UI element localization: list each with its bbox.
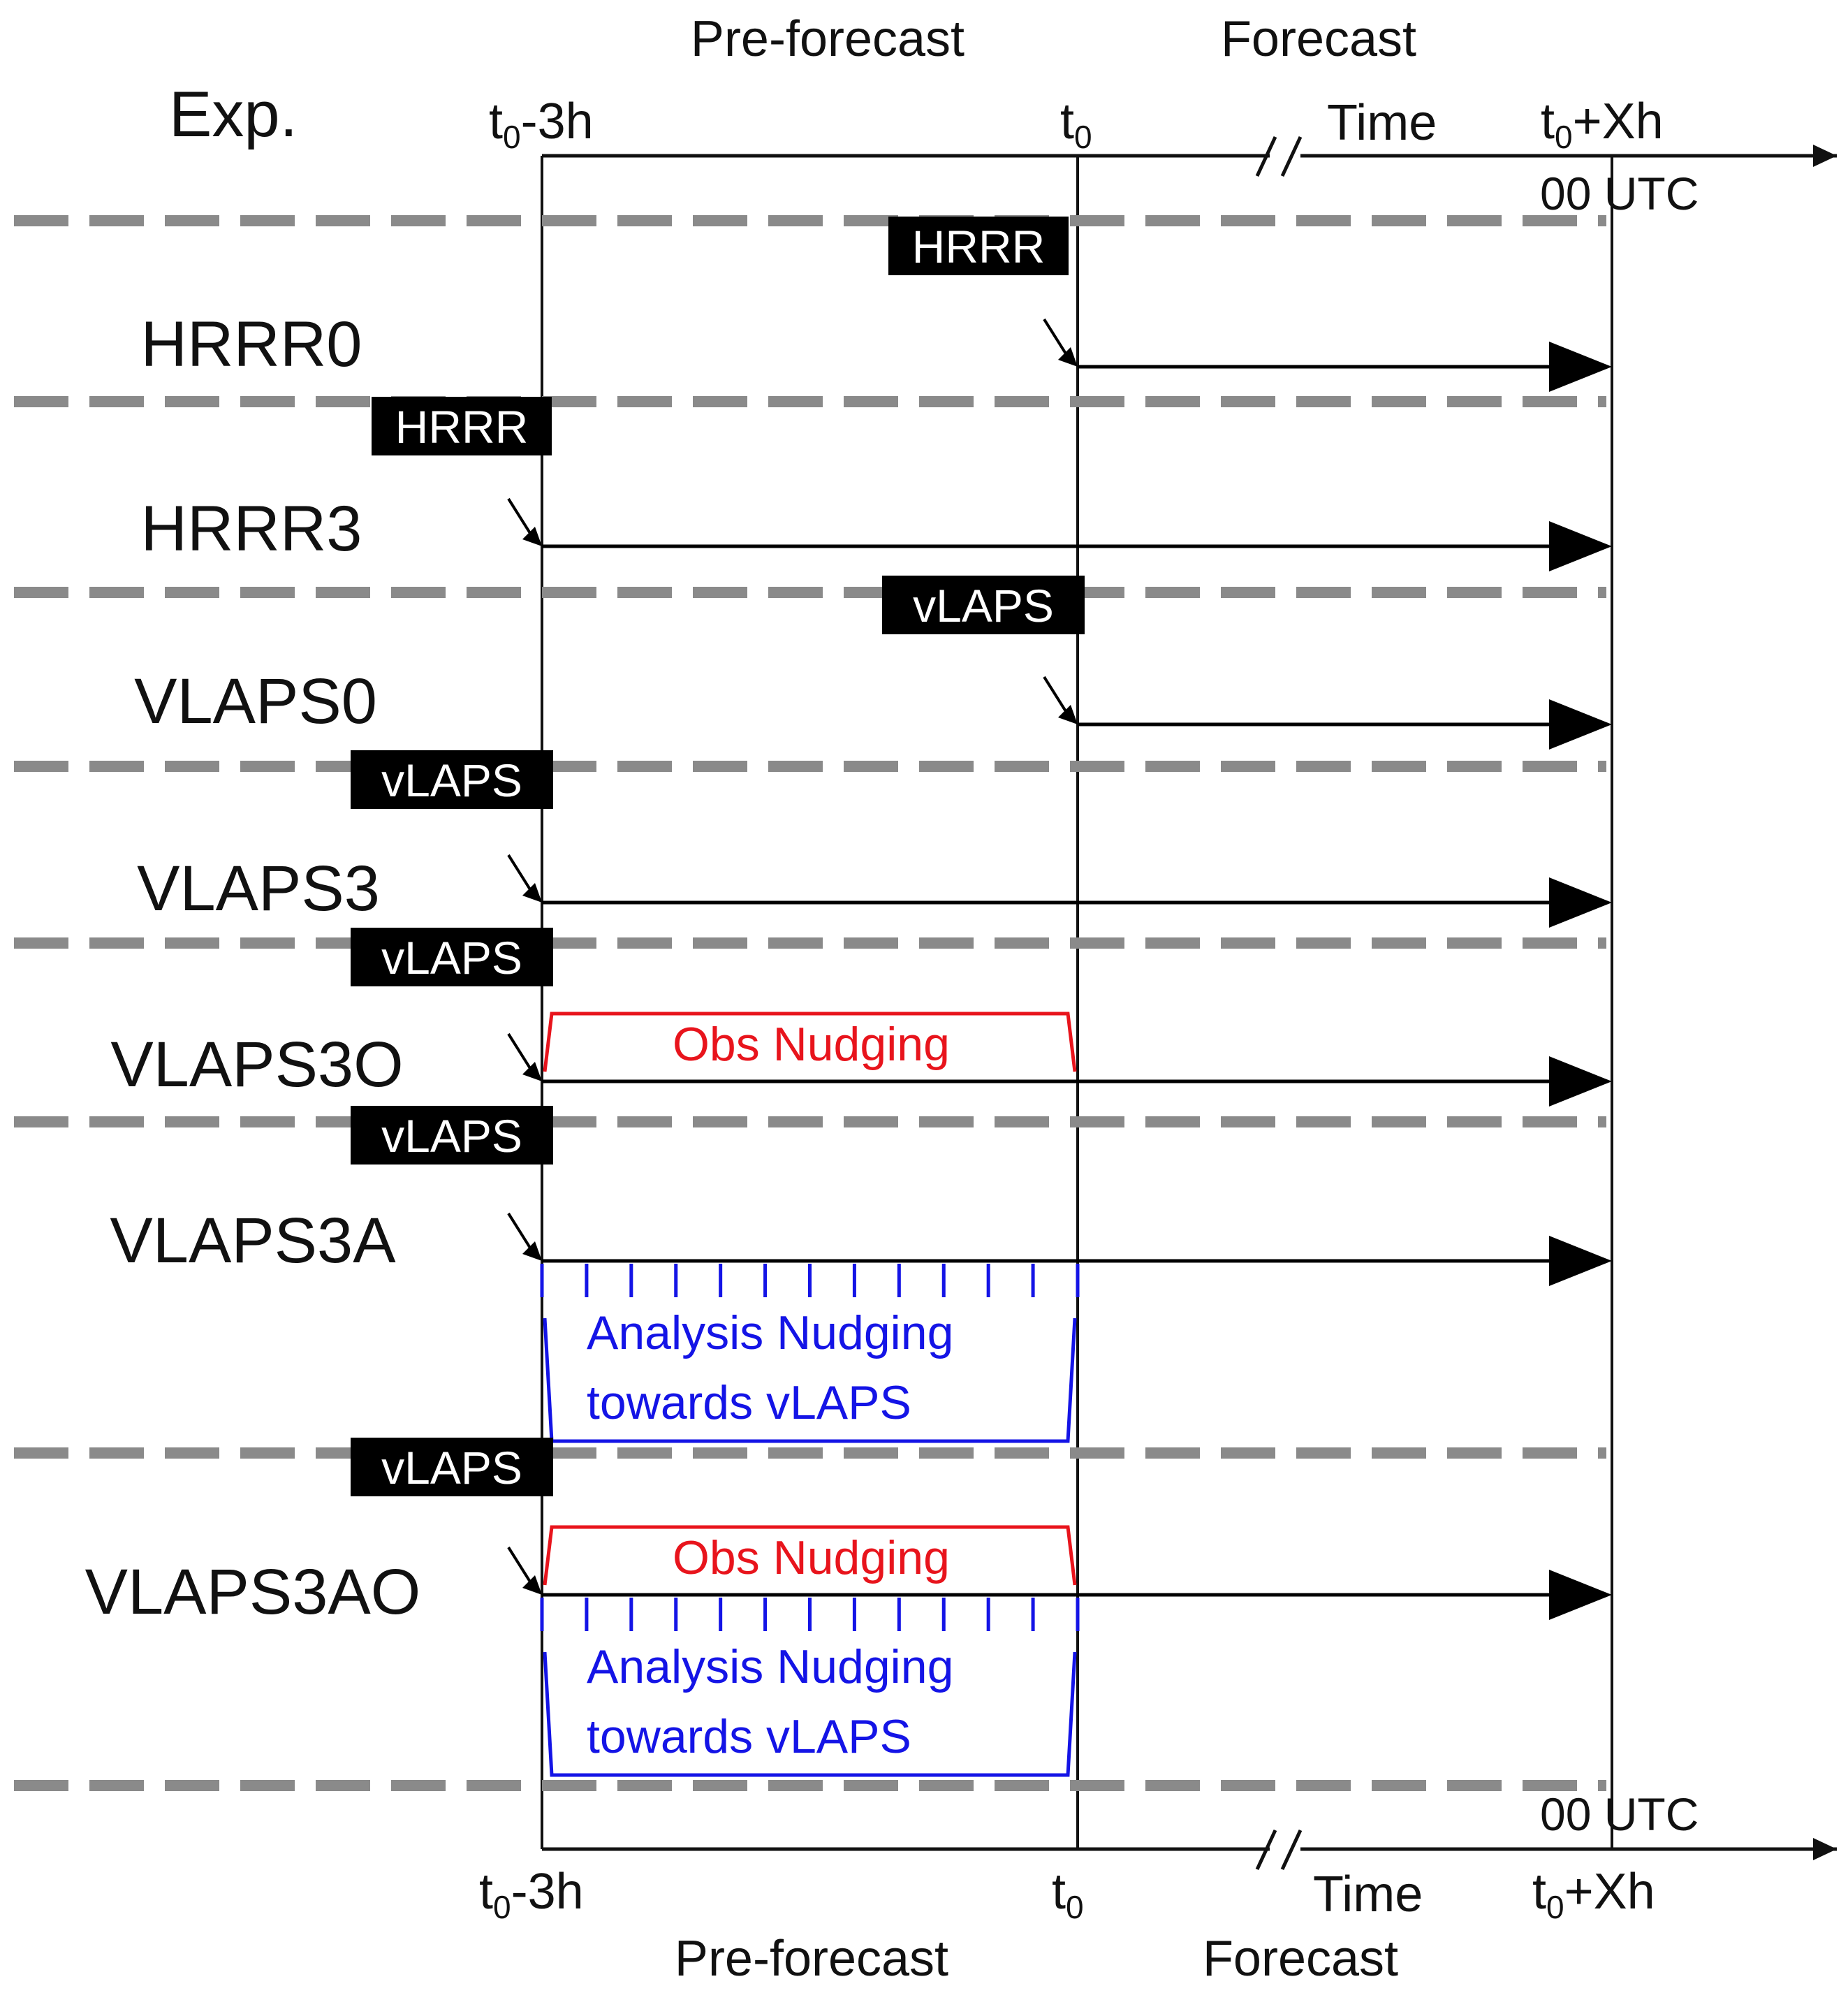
- preforecast-label-bottom: Pre-forecast: [675, 1931, 948, 1987]
- init-pointer-line: [507, 497, 534, 538]
- experiment-row: VLAPS3A vLAPS Analysis Nudging towards vLAP…: [110, 1106, 1612, 1443]
- init-pointer-head: [522, 1241, 542, 1261]
- analysis-nudging-label-line1: Analysis Nudging: [587, 1306, 953, 1359]
- init-tag-label: HRRR: [395, 401, 529, 453]
- obs-nudging-label: Obs Nudging: [673, 1531, 950, 1584]
- utc-label-bottom: 00 UTC: [1540, 1788, 1699, 1840]
- obs-nudging-bracket: [543, 1525, 1077, 1586]
- obs-nudging-bracket: [543, 1012, 1077, 1072]
- init-tag-box: [372, 397, 552, 455]
- analysis-nudging-bracket: [543, 1651, 1077, 1777]
- init-pointer-head: [522, 883, 542, 903]
- init-pointer-head: [522, 527, 542, 546]
- analysis-nudging-label-line2: towards vLAPS: [587, 1376, 911, 1429]
- time-axis-label-bottom: Time: [1313, 1867, 1423, 1922]
- forecast-arrow-head: [1549, 342, 1612, 392]
- forecast-label-top: Forecast: [1221, 11, 1416, 67]
- experiment-name: VLAPS3A: [110, 1205, 396, 1276]
- forecast-arrow-head: [1549, 521, 1612, 571]
- top-time-axis: [542, 136, 1837, 177]
- init-tag-label: vLAPS: [381, 754, 522, 806]
- analysis-nudging-bracket: [543, 1317, 1077, 1443]
- init-pointer-head: [522, 1062, 542, 1081]
- time-axis-label-top: Time: [1327, 95, 1437, 151]
- obs-nudging-label: Obs Nudging: [673, 1018, 950, 1071]
- init-tag-box: [351, 1438, 553, 1496]
- forecast-arrow-head: [1549, 1236, 1612, 1286]
- analysis-nudging-label-line2: towards vLAPS: [587, 1710, 911, 1763]
- init-pointer-line: [507, 1212, 534, 1253]
- init-tag-box: [351, 750, 553, 809]
- t-end-label-bottom: t0+Xh: [1532, 1864, 1655, 1925]
- experiment-row: HRRR0 HRRR: [141, 217, 1612, 392]
- analysis-nudging-label-line1: Analysis Nudging: [587, 1640, 953, 1693]
- utc-label-top: 00 UTC: [1540, 168, 1699, 219]
- init-tag-box: [351, 1106, 553, 1165]
- init-pointer-head: [1058, 705, 1078, 724]
- init-pointer-line: [507, 854, 534, 894]
- init-pointer-line: [1043, 676, 1069, 716]
- init-pointer-head: [1058, 347, 1078, 367]
- t-zero-label-top: t0: [1060, 94, 1092, 155]
- init-tag-label: vLAPS: [381, 932, 522, 984]
- experiment-name: HRRR0: [141, 309, 362, 380]
- init-pointer-line: [507, 1546, 534, 1586]
- init-pointer-line: [507, 1032, 534, 1073]
- init-tag-label: vLAPS: [381, 1442, 522, 1494]
- experiment-row: VLAPS3O vLAPS Obs Nudging: [110, 928, 1612, 1107]
- forecast-arrow-head: [1549, 699, 1612, 750]
- t-start-label-bottom: t0-3h: [479, 1864, 584, 1925]
- experiment-row: VLAPS0 vLAPS: [134, 576, 1612, 750]
- bottom-time-axis: [542, 1829, 1837, 1871]
- init-tag-label: vLAPS: [913, 580, 1054, 632]
- experiment-rows: HRRR0HRRRHRRR3HRRRVLAPS0vLAPSVLAPS3vLAPS…: [85, 217, 1612, 1777]
- init-pointer-head: [522, 1575, 542, 1595]
- experiment-name: VLAPS3O: [110, 1029, 403, 1100]
- init-pointer-line: [1043, 318, 1069, 358]
- exp-column-label: Exp.: [169, 79, 298, 150]
- experiment-row: HRRR3 HRRR: [141, 397, 1612, 571]
- row-separators: [14, 215, 1606, 1791]
- experiment-name: HRRR3: [141, 493, 362, 564]
- forecast-arrow-head: [1549, 1570, 1612, 1620]
- experiment-name: VLAPS3: [137, 853, 380, 924]
- forecast-arrow-head: [1549, 877, 1612, 928]
- experiment-name: VLAPS0: [134, 666, 377, 737]
- forecast-label-bottom: Forecast: [1203, 1931, 1398, 1987]
- init-tag-label: HRRR: [912, 221, 1046, 272]
- init-tag-box: [888, 217, 1069, 275]
- t-start-label-top: t0-3h: [489, 94, 594, 155]
- t-zero-label-bottom: t0: [1052, 1864, 1084, 1925]
- forecast-arrow-head: [1549, 1056, 1612, 1107]
- t-end-label-top: t0+Xh: [1541, 94, 1664, 155]
- init-tag-box: [882, 576, 1085, 634]
- init-tag-box: [351, 928, 553, 986]
- experiment-name: VLAPS3AO: [85, 1556, 421, 1628]
- init-tag-label: vLAPS: [381, 1110, 522, 1162]
- preforecast-label-top: Pre-forecast: [691, 11, 965, 67]
